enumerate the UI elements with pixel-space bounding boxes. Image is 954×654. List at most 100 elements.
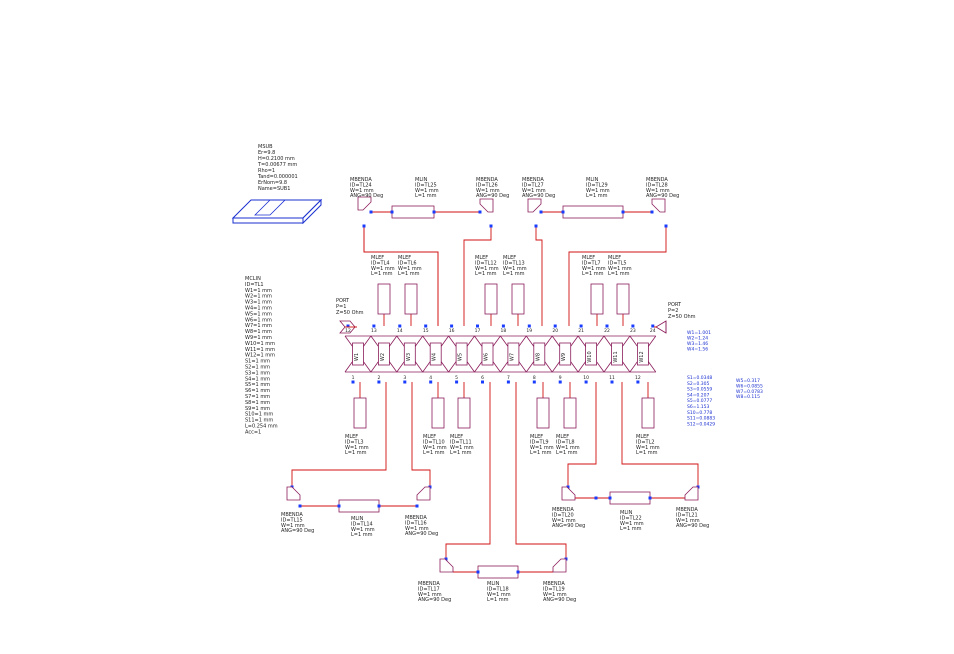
coupled-section-w1[interactable]: W1 — [344, 335, 372, 373]
coupled-section-w9[interactable]: W9 — [551, 335, 579, 373]
coupled-section-w8[interactable]: W8 — [525, 335, 553, 373]
section-label: W12 — [639, 351, 645, 362]
wire — [621, 382, 699, 487]
connection-node — [444, 557, 448, 561]
connection-node — [605, 324, 609, 328]
connection-node — [481, 380, 484, 384]
pin-top-23: 23 — [630, 328, 636, 334]
section-label: W10 — [587, 351, 593, 362]
connection-node — [610, 380, 614, 384]
coupled-section-w10[interactable]: W10 — [577, 335, 605, 373]
connection-node — [450, 324, 454, 328]
coupled-section-w3[interactable]: W3 — [396, 335, 424, 373]
coupled-section-w6[interactable]: W6 — [474, 335, 501, 373]
connection-node — [390, 210, 394, 214]
connection-node — [594, 496, 598, 500]
wire — [463, 226, 492, 326]
coupled-section-w12[interactable]: W12 — [629, 335, 657, 373]
connection-node — [584, 380, 588, 384]
coupled-section-w5[interactable]: W5 — [448, 335, 475, 373]
wire — [363, 226, 439, 326]
pin-bottom-11: 11 — [609, 375, 615, 381]
connection-node — [532, 380, 536, 384]
connection-node — [415, 504, 419, 508]
coupled-section-w11[interactable]: W11 — [603, 335, 631, 373]
wire-layer — [290, 210, 700, 573]
coupled-section-w4[interactable]: W4 — [422, 335, 449, 373]
connection-node — [539, 210, 543, 214]
section-label: W5 — [458, 353, 464, 361]
connection-node — [377, 380, 381, 384]
wire — [535, 226, 543, 326]
pin-bottom-10: 10 — [583, 375, 589, 381]
connection-node — [424, 324, 428, 328]
substrate-3d-icon — [231, 198, 323, 225]
connection-node — [631, 324, 635, 328]
section-label: W3 — [406, 353, 412, 361]
connection-node — [455, 380, 459, 384]
connection-node — [516, 570, 520, 574]
coupled-section-w7[interactable]: W7 — [500, 335, 527, 373]
connection-node — [346, 324, 350, 328]
pin-top-15: 15 — [423, 328, 429, 334]
coupled-section-w2[interactable]: W2 — [370, 335, 398, 373]
connection-node — [298, 504, 302, 508]
pin-bottom-9: 9 — [559, 375, 562, 381]
connection-node — [636, 380, 640, 384]
section-label: W7 — [509, 353, 515, 361]
connection-node — [664, 224, 668, 228]
connection-node — [398, 324, 402, 328]
connection-node — [476, 570, 480, 574]
pin-bottom-8: 8 — [533, 375, 536, 381]
pin-top-22: 22 — [604, 328, 610, 334]
pin-top-20: 20 — [552, 328, 558, 334]
section-label: W2 — [380, 353, 386, 361]
pin-bottom-7: 7 — [507, 375, 510, 381]
